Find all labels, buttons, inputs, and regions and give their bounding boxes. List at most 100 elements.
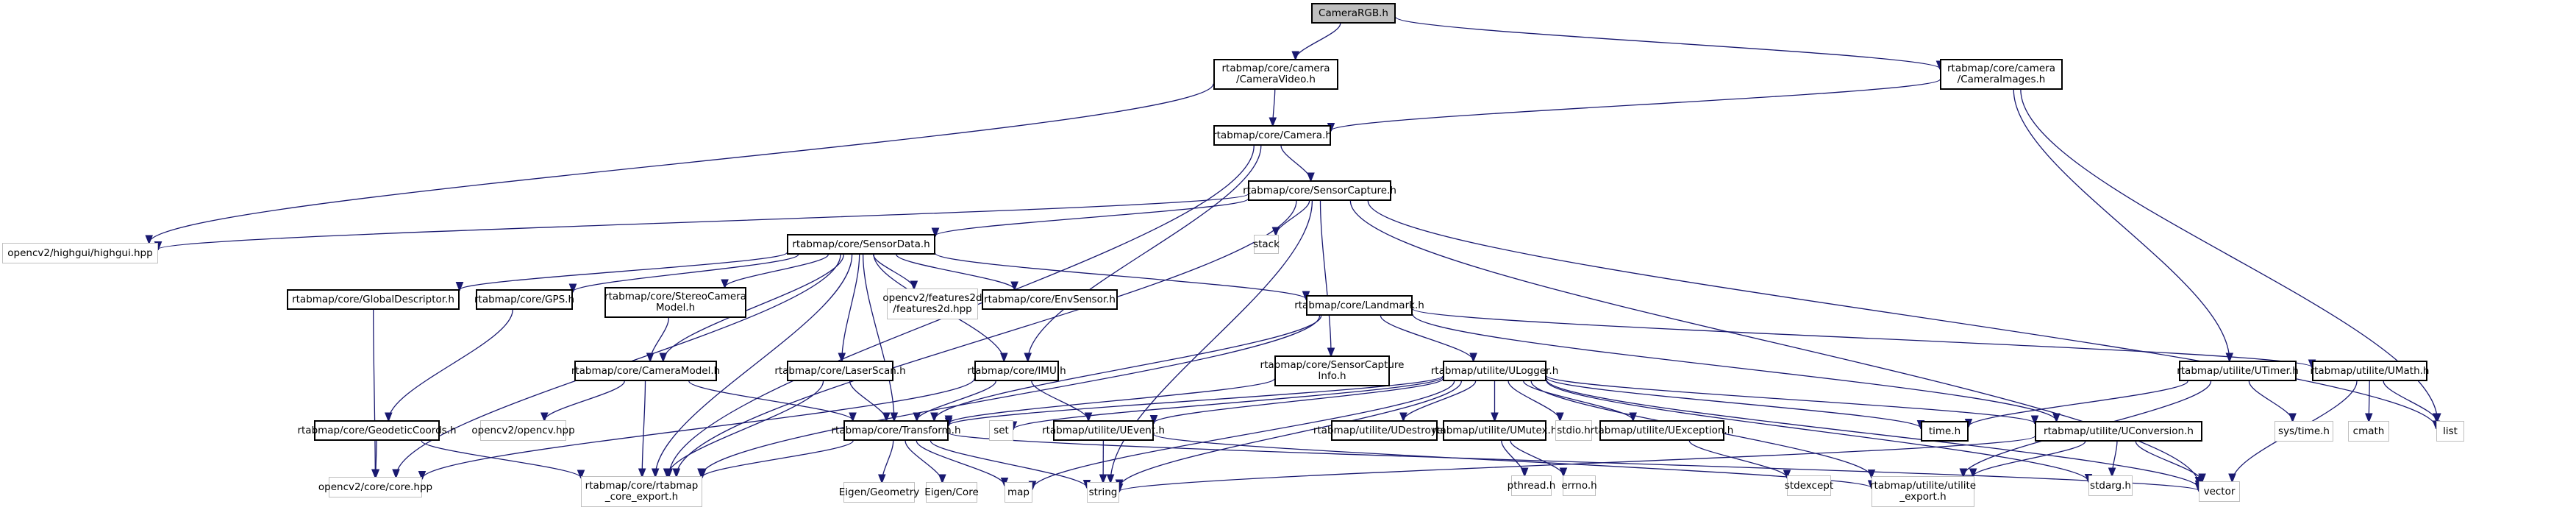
edge-geodetic-to-corehpp (376, 440, 377, 477)
node-cmath: cmath (2348, 421, 2389, 442)
edge-sensorcapture-to-sensorcaptureinfo (1319, 200, 1332, 355)
edge-imu-to-corehpp (422, 378, 975, 478)
node-uexception-h[interactable]: rtabmap/utilite/UException.h (1591, 420, 1733, 441)
node-cameraimages-h[interactable]: rtabmap/core/camera /CameraImages.h (1940, 59, 2063, 90)
node-globaldescriptor-h[interactable]: rtabmap/core/GlobalDescriptor.h (287, 289, 460, 310)
edge-ulogger-to-stdarg (1546, 380, 2088, 481)
edge-sensordata-to-coreexport (655, 254, 853, 476)
edge-globaldesc-to-corehpp (374, 309, 376, 477)
edge-sensordata-to-landmark (935, 252, 1306, 299)
edge-sensordata-to-transform (862, 254, 894, 420)
edge-sensordata-to-envsensor (896, 254, 1015, 289)
edge-uexception-to-stdexcept (1688, 440, 1787, 478)
node-gps-h[interactable]: rtabmap/core/GPS.h (474, 289, 574, 310)
node-stdexcept: stdexcept (1785, 475, 1833, 496)
node-geodeticcoords-h[interactable]: rtabmap/core/GeodeticCoords.h (297, 420, 457, 441)
edge-cameramodel-to-transform (688, 380, 853, 420)
node-time-h[interactable]: time.h (1921, 421, 1969, 442)
edge-sensorcaptureinfo-to-transform (949, 378, 1275, 424)
node-eigen-core: Eigen/Core (924, 482, 979, 503)
edge-sensorcapture-to-stack (1276, 200, 1310, 235)
node-cameravideo-h[interactable]: rtabmap/core/camera /CameraVideo.h (1213, 59, 1338, 90)
edge-landmark-to-umath (1412, 308, 2312, 367)
edge-transform-to-eigengeom (882, 440, 894, 482)
node-sensordata-h[interactable]: rtabmap/core/SensorData.h (787, 234, 935, 255)
edge-ulogger-to-transform (949, 375, 1444, 425)
edge-cameraimages-to-utimer (2013, 89, 2230, 361)
edge-sensorcapture-to-coreexport (677, 200, 1297, 476)
node-transform-h[interactable]: rtabmap/core/Transform.h (832, 420, 961, 441)
edge-utimer-to-timeh (1969, 380, 2188, 426)
edge-uconversion-to-string (1119, 436, 2036, 492)
node-landmark-h[interactable]: rtabmap/core/Landmark.h (1294, 295, 1424, 316)
edge-ulogger-to-vector (1546, 379, 2199, 489)
node-udestroyer-h[interactable]: rtabmap/utilite/UDestroyer.h (1313, 420, 1455, 441)
edge-sensordata-to-laserscan (842, 254, 860, 361)
edge-sensordata-to-stereomodel (725, 254, 829, 287)
edge-camera-to-imu (1028, 145, 1262, 361)
node-sensorcapture-h[interactable]: rtabmap/core/SensorCapture.h (1243, 180, 1396, 201)
edge-ulogger-to-uevent (1154, 378, 1444, 423)
node-eigen-geometry: Eigen/Geometry (839, 482, 919, 503)
edge-laserscan-to-coreexport (667, 380, 824, 476)
node-utimer-h[interactable]: rtabmap/utilite/UTimer.h (2177, 361, 2299, 381)
node-map: map (1005, 482, 1032, 503)
edge-ulogger-to-map (1032, 380, 1455, 489)
node-vector: vector (2199, 481, 2240, 502)
edge-ulogger-to-udestroyer (1403, 380, 1477, 420)
node-opencv-hpp: opencv2/opencv.hpp (471, 420, 575, 441)
edge-umutex-to-errno (1510, 440, 1563, 475)
node-uconversion-h[interactable]: rtabmap/utilite/UConversion.h (2035, 421, 2202, 442)
edge-cameraimages-to-camera (1331, 79, 1941, 130)
node-stdio-h: stdio.h (1555, 420, 1592, 441)
edge-transform-to-coreexport (702, 440, 854, 477)
node-sys-time-h: sys/time.h (2274, 421, 2333, 442)
edge-ulogger-to-string (1119, 380, 1462, 487)
edge-geodetic-to-coreexport (421, 440, 581, 478)
edge-sensorcapture-to-list (1367, 200, 2436, 428)
edge-landmark-to-coreexport (702, 315, 1321, 476)
edge-ulogger-to-uexception (1523, 380, 1633, 420)
node-errno-h: errno.h (1561, 475, 1597, 496)
edge-ulogger-to-stdio (1508, 380, 1560, 420)
edge-sensordata-to-globaldesc (460, 252, 788, 289)
node-cameramodel-h[interactable]: rtabmap/core/CameraModel.h (571, 361, 720, 381)
node-laserscan-h[interactable]: rtabmap/core/LaserScan.h (774, 361, 906, 381)
edge-transform-to-string (930, 440, 1087, 487)
edge-camera-to-sensorcapture (1280, 145, 1311, 180)
edge-sensordata-to-features2d (873, 254, 914, 288)
edge-landmark-to-ulogger (1380, 315, 1473, 361)
node-camerargb-h[interactable]: CameraRGB.h (1311, 3, 1396, 24)
node-envsensor-h[interactable]: rtabmap/core/EnvSensor.h (982, 289, 1118, 310)
edge-sensorcapture-to-highgui (158, 194, 1249, 249)
edge-cameravideo-to-highgui (149, 83, 1214, 243)
edges-layer (149, 16, 2438, 492)
node-uevent-h[interactable]: rtabmap/utilite/UEvent.h (1042, 420, 1165, 441)
node-ulogger-h[interactable]: rtabmap/utilite/ULogger.h (1431, 361, 1558, 381)
edge-transform-to-map (916, 440, 1005, 485)
edge-root-to-cameravideo (1296, 23, 1341, 59)
edge-umutex-to-pthread (1501, 440, 1524, 475)
node-utilite-export-h: rtabmap/utilite/utilite _export.h (1870, 476, 1976, 507)
node-rtabmap-core-export-h: rtabmap/core/rtabmap _core_export.h (581, 476, 702, 507)
edge-ulogger-to-set (1013, 376, 1444, 430)
edge-sensorcapture-to-vector (1349, 200, 2199, 485)
edge-transform-to-eigencore (905, 440, 942, 482)
node-camera-h[interactable]: rtabmap/core/Camera.h (1213, 125, 1332, 146)
edge-gps-to-geodetic (388, 309, 513, 420)
node-imu-h[interactable]: rtabmap/core/IMU.h (967, 361, 1066, 381)
node-sensorcaptureinfo-h[interactable]: rtabmap/core/SensorCapture Info.h (1260, 355, 1404, 386)
node-core-hpp: opencv2/core/core.hpp (318, 477, 432, 497)
node-umutex-h[interactable]: rtabmap/utilite/UMutex.h (1433, 420, 1557, 441)
edge-sensorcapture-to-sensordata (935, 198, 1249, 235)
node-highgui-hpp: opencv2/highgui/highgui.hpp (2, 243, 158, 263)
edge-cameramodel-to-coreexport (642, 380, 645, 476)
node-stereocameramodel-h[interactable]: rtabmap/core/StereoCamera Model.h (604, 287, 746, 318)
edge-landmark-to-uconversion (1412, 314, 2057, 421)
node-umath-h[interactable]: rtabmap/utilite/UMath.h (2311, 361, 2430, 381)
node-pthread-h: pthread.h (1508, 475, 1555, 496)
node-list: list (2436, 421, 2464, 442)
edge-ulogger-to-uconversion (1546, 375, 2035, 423)
edge-cameramodel-to-opencvhpp (544, 380, 625, 420)
